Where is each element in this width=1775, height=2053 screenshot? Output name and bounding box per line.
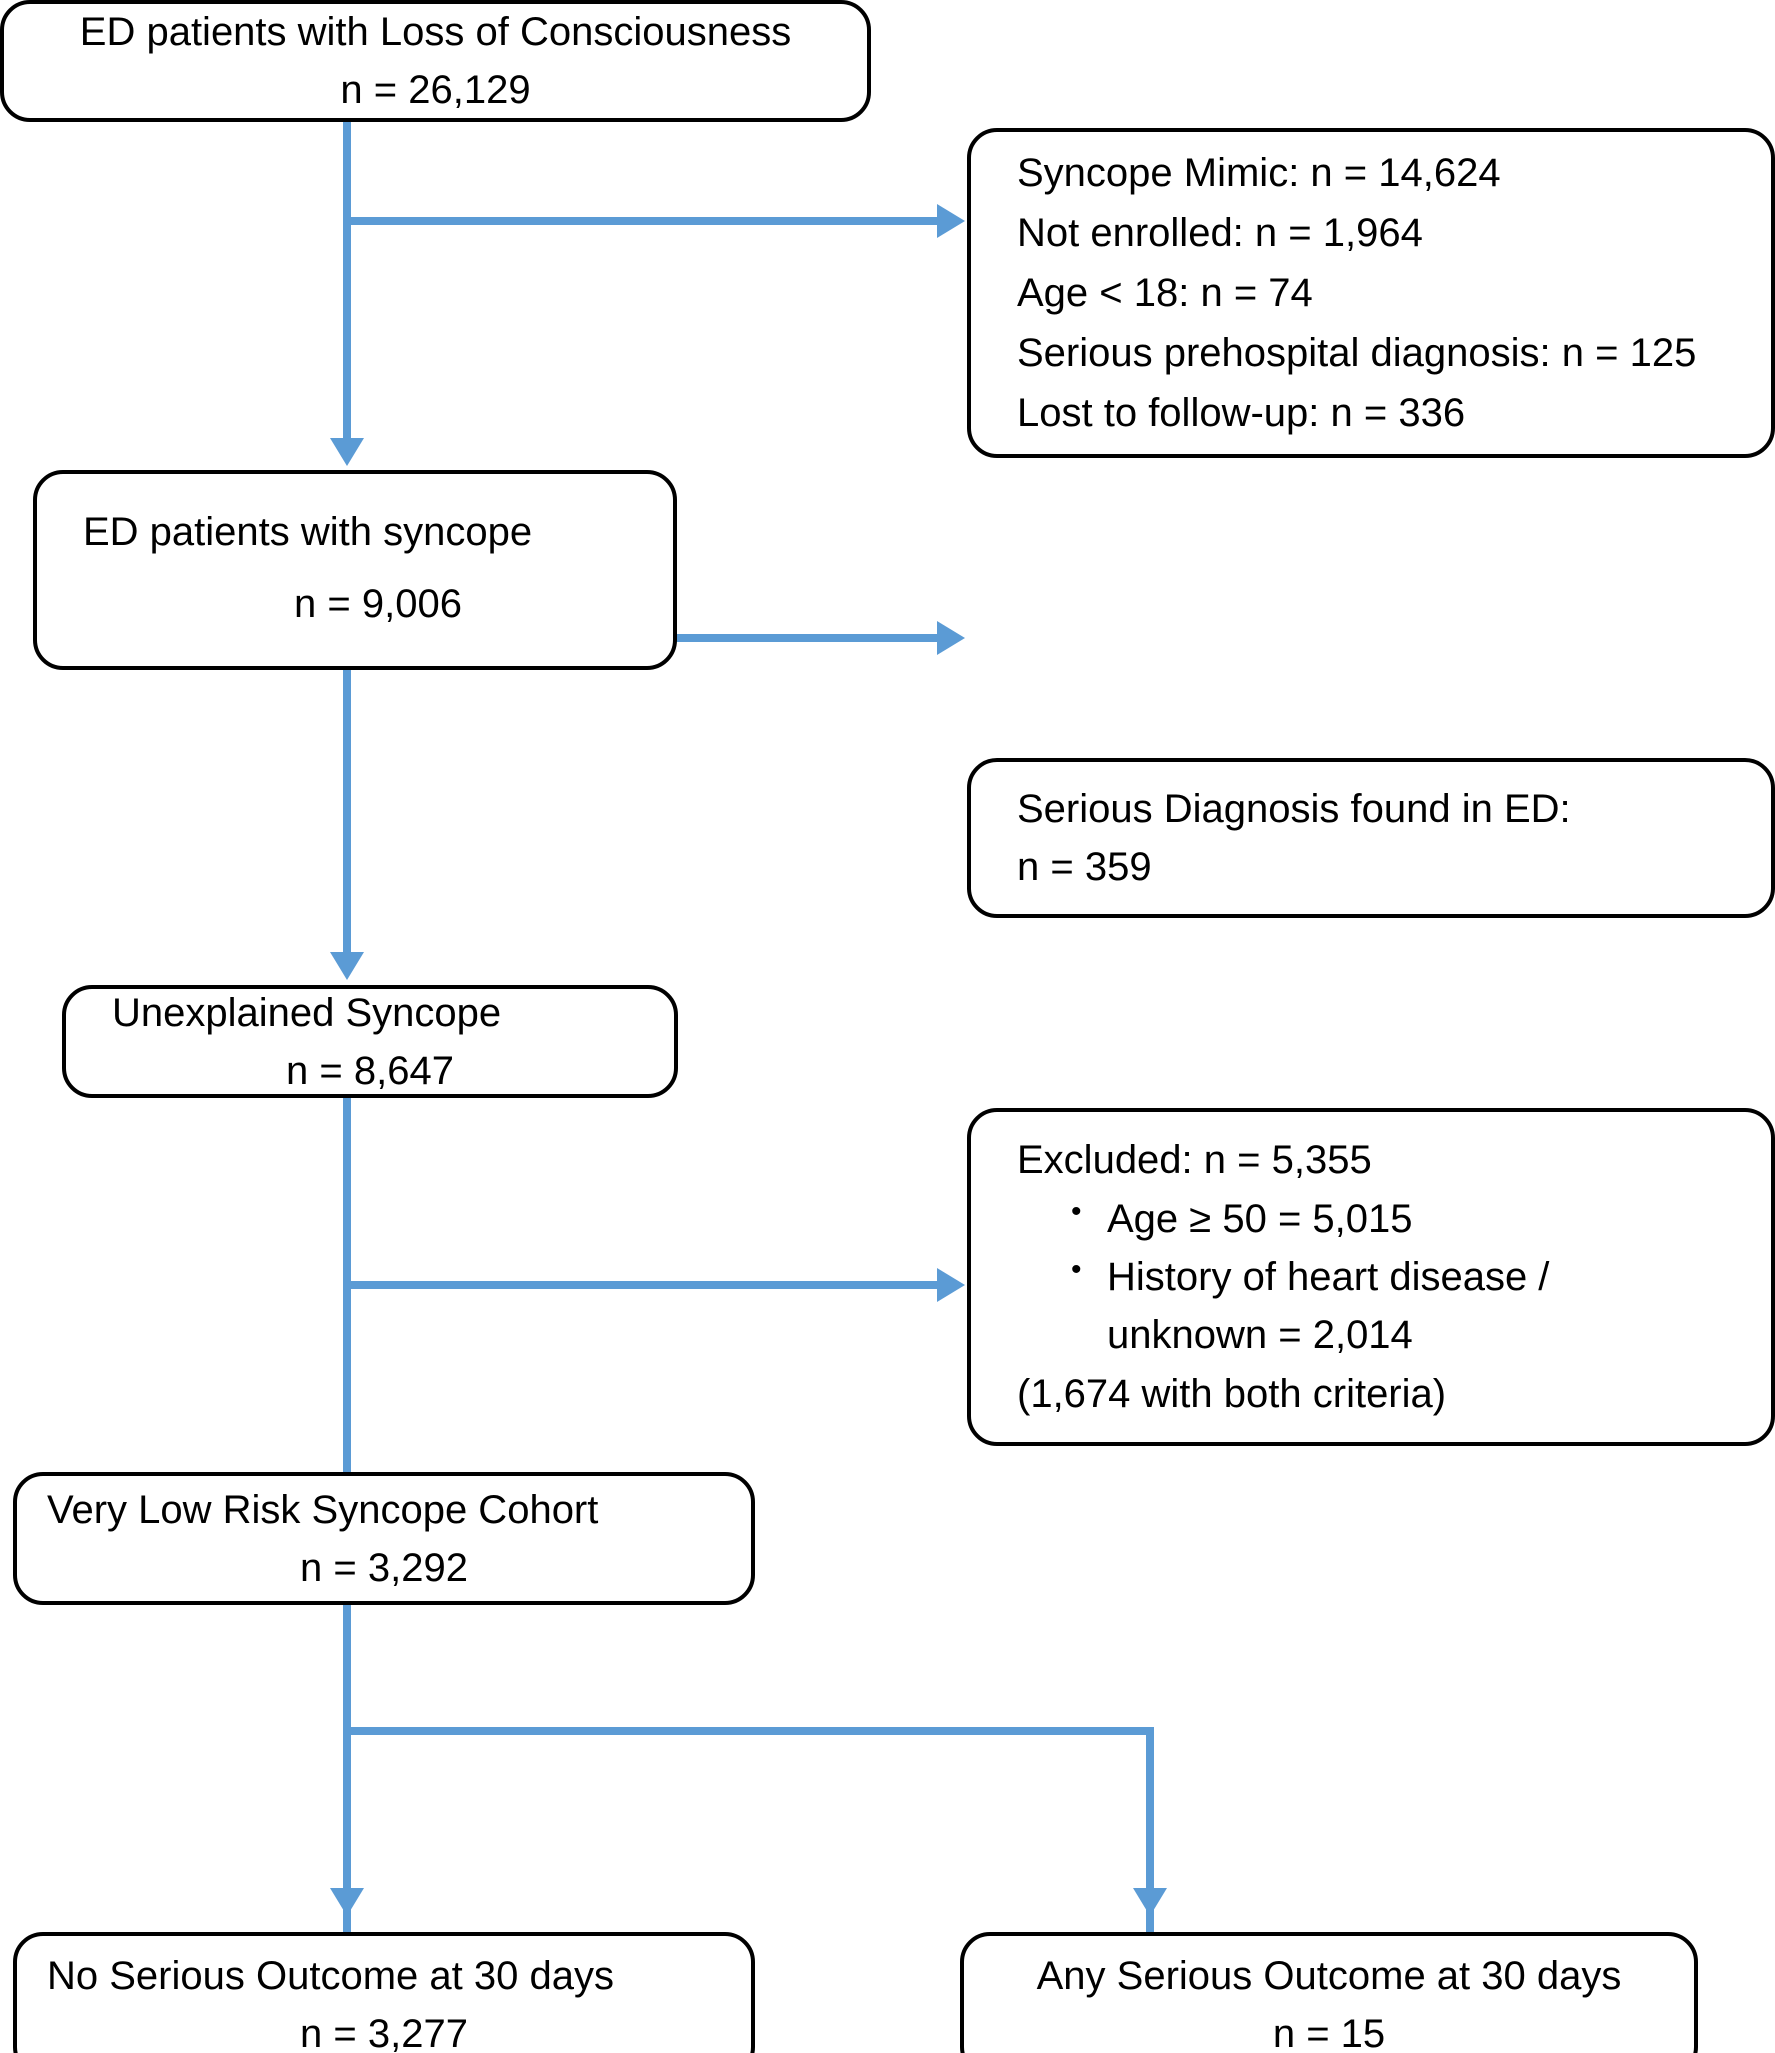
- connector-trunk-3: [343, 1068, 351, 1478]
- node-serious-diagnosis-found-in-ed[interactable]: Serious Diagnosis found in ED: n = 359: [967, 758, 1775, 918]
- exclusion-item-syncope-mimic: Syncope Mimic: n = 14,624: [1017, 151, 1501, 195]
- exclusion-item-serious-prehospital-diagnosis: Serious prehospital diagnosis: n = 125: [1017, 331, 1697, 375]
- connector-branch-to-excluded: [343, 1281, 939, 1289]
- connector-split-right-drop: [1146, 1727, 1154, 1935]
- node-title: No Serious Outcome at 30 days: [47, 1953, 614, 1998]
- connector-split-horizontal: [343, 1727, 1154, 1735]
- node-any-serious-outcome-30-days[interactable]: Any Serious Outcome at 30 days n = 15: [960, 1932, 1698, 2053]
- exclusion-item-not-enrolled: Not enrolled: n = 1,964: [1017, 211, 1423, 255]
- node-title: Very Low Risk Syncope Cohort: [47, 1487, 599, 1532]
- arrowhead-to-ed-syncope: [330, 438, 364, 466]
- node-excluded-criteria[interactable]: Excluded: n = 5,355 • Age ≥ 50 = 5,015 •…: [967, 1108, 1775, 1446]
- node-unexplained-syncope[interactable]: Unexplained Syncope n = 8,647: [62, 985, 678, 1098]
- arrowhead-to-no-serious-outcome: [330, 1888, 364, 1916]
- excluded-footer: (1,674 with both criteria): [1017, 1372, 1447, 1416]
- node-count: n = 8,647: [286, 1048, 454, 1093]
- connector-trunk-1: [343, 122, 351, 442]
- arrowhead-to-unexplained-syncope: [330, 952, 364, 980]
- node-count: n = 3,292: [300, 1545, 468, 1590]
- node-title: Any Serious Outcome at 30 days: [1036, 1953, 1622, 1998]
- bullet-icon: •: [1071, 1195, 1082, 1228]
- node-count: n = 15: [1272, 2011, 1386, 2053]
- connector-branch-to-initial-exclusions: [343, 217, 939, 225]
- arrowhead-to-initial-exclusions: [937, 204, 965, 238]
- excluded-header: Excluded: n = 5,355: [1017, 1138, 1372, 1182]
- exclusion-item-lost-to-followup: Lost to follow-up: n = 336: [1017, 391, 1466, 435]
- node-ed-patients-loss-of-consciousness[interactable]: ED patients with Loss of Consciousness n…: [0, 0, 871, 122]
- excluded-bullet-heart-disease: • History of heart disease / unknown = 2…: [1017, 1248, 1549, 1364]
- node-title: Serious Diagnosis found in ED:: [1017, 787, 1571, 831]
- node-count: n = 3,277: [300, 2011, 468, 2053]
- node-title: Unexplained Syncope: [112, 990, 502, 1035]
- node-no-serious-outcome-30-days[interactable]: No Serious Outcome at 30 days n = 3,277: [13, 1932, 755, 2053]
- node-count: n = 26,129: [340, 68, 531, 112]
- node-very-low-risk-syncope-cohort[interactable]: Very Low Risk Syncope Cohort n = 3,292: [13, 1472, 755, 1605]
- node-ed-patients-with-syncope[interactable]: ED patients with syncope n = 9,006: [33, 470, 677, 670]
- excluded-bullet-heart-disease-text: History of heart disease / unknown = 2,0…: [1107, 1255, 1550, 1357]
- arrowhead-to-serious-diagnosis: [937, 621, 965, 655]
- arrowhead-to-any-serious-outcome: [1133, 1888, 1167, 1916]
- exclusion-item-age-under-18: Age < 18: n = 74: [1017, 271, 1313, 315]
- excluded-bullet-age: • Age ≥ 50 = 5,015: [1017, 1190, 1413, 1248]
- node-count: n = 9,006: [294, 582, 462, 626]
- node-count: n = 359: [1017, 845, 1152, 889]
- node-initial-exclusions[interactable]: Syncope Mimic: n = 14,624 Not enrolled: …: [967, 128, 1775, 458]
- connector-trunk-2: [343, 520, 351, 955]
- excluded-bullet-age-text: Age ≥ 50 = 5,015: [1107, 1197, 1413, 1241]
- arrowhead-to-excluded: [937, 1268, 965, 1302]
- node-title: ED patients with syncope: [83, 510, 533, 554]
- connector-trunk-4: [343, 1605, 351, 1935]
- bullet-icon: •: [1071, 1253, 1082, 1286]
- node-title: ED patients with Loss of Consciousness: [79, 10, 792, 54]
